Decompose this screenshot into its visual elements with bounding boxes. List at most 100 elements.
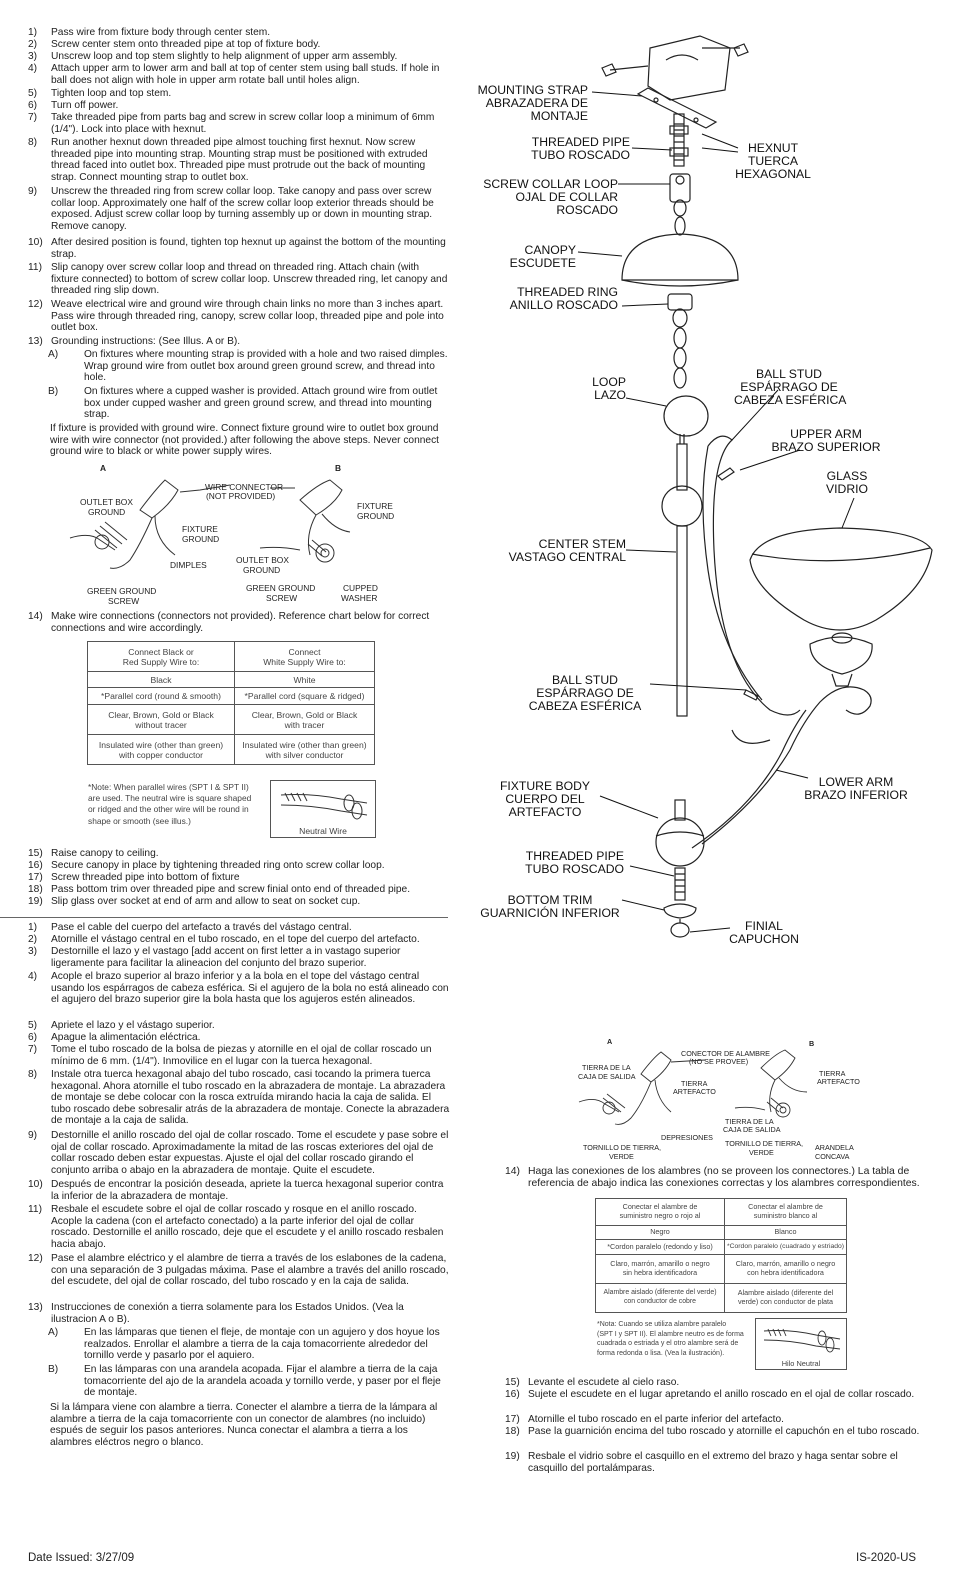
step-text: Pase el alambre eléctrico y el alambre d… <box>51 1253 449 1288</box>
tierra-art-a-2: ARTEFACTO <box>673 1087 716 1096</box>
neutral-wire-illustration <box>280 792 368 820</box>
outlet-box-ground-label-1: OUTLET BOX <box>80 497 133 507</box>
step-number: 17) <box>505 1414 520 1425</box>
step-text: Make wire connections (connectors not pr… <box>51 611 430 634</box>
depresiones-label: DEPRESIONES <box>661 1133 713 1142</box>
step-text: Raise canopy to ceiling. <box>51 848 159 859</box>
illus-label-b-es: B <box>809 1039 815 1048</box>
step-number: 18) <box>505 1426 520 1437</box>
step-text: Atornille el vástago central en el tubo … <box>51 934 420 945</box>
step-number: 4) <box>28 63 38 74</box>
label-line: CABEZA ESFÉRICA <box>734 393 847 407</box>
label-line: LOOP <box>592 375 626 389</box>
tierra-caja-a-2: CAJA DE SALIDA <box>578 1072 636 1081</box>
step-number: 18) <box>28 884 43 895</box>
fixture-ground-a-label-1: FIXTURE <box>182 524 218 534</box>
step-number: 1) <box>28 27 38 38</box>
cell-line: with tracer <box>284 719 325 730</box>
note-line: cuadrada o estriada y el otro alambre se… <box>597 1340 739 1348</box>
step-number: 7) <box>28 112 38 123</box>
step-number: 5) <box>28 88 38 99</box>
neutral-wire-label-es: Hilo Neutral <box>781 1359 821 1368</box>
label-line: MONTAJE <box>530 109 588 123</box>
step-number: 16) <box>28 860 43 871</box>
step-text: On fixtures where mounting strap is prov… <box>84 349 448 384</box>
conector-label-1: CONECTOR DE ALAMBRE <box>681 1049 770 1058</box>
step-text: Grounding instructions: (See Illus. A or… <box>51 336 241 347</box>
step-number: 11) <box>28 262 42 273</box>
step-number: 4) <box>28 971 38 982</box>
grounding-illustration-en: A B WIRE CONNECTOR (NOT PROVIDED) OUTLET… <box>60 460 420 610</box>
label-line: BRAZO INFERIOR <box>804 788 908 802</box>
grounding-drawing-es <box>578 1049 808 1125</box>
header-line: Connect Black or <box>128 646 194 657</box>
tornillo-b-2: VERDE <box>749 1148 774 1157</box>
label-line: OJAL DE COLLAR <box>515 190 619 204</box>
step-number: 7) <box>28 1044 38 1055</box>
step-text: Haga las conexiones de los alambres (no … <box>528 1166 920 1189</box>
green-ground-screw-b-label-2: SCREW <box>266 593 298 603</box>
cell-line: Claro, marrón, amarillo o negro <box>610 1259 710 1269</box>
chart-cell: *Parallel cord (round & smooth) <box>87 687 235 705</box>
outlet-box-ground-b-label-1: OUTLET BOX <box>236 555 289 565</box>
neutral-wire-box-en: Neutral Wire <box>270 780 376 838</box>
step-number: 3) <box>28 51 38 62</box>
illus-label-a: A <box>100 463 107 473</box>
label-line: THREADED PIPE <box>525 849 624 863</box>
label-line: CABEZA ESFÉRICA <box>528 699 642 713</box>
step-text: After desired position is found, tighten… <box>51 237 446 260</box>
step-number: 14) <box>505 1166 521 1177</box>
conector-label-2: (NO SE PROVEE) <box>689 1057 749 1066</box>
label-line: BALL STUD <box>756 367 822 381</box>
step-number: 6) <box>28 100 38 111</box>
header-line: White Supply Wire to: <box>263 656 346 667</box>
cell-line: without tracer <box>135 719 187 730</box>
fixture-ground-b-label-1: FIXTURE <box>357 501 393 511</box>
step-number: 12) <box>28 299 43 310</box>
neutral-wire-illustration-es <box>763 1328 841 1353</box>
step-number: A) <box>48 1327 59 1338</box>
step-number: 14) <box>28 611 43 622</box>
step-number: 8) <box>28 137 38 148</box>
step-number: 13) <box>28 336 43 347</box>
step-number: B) <box>48 386 59 397</box>
step-text: Screw center stem onto threaded pipe at … <box>51 39 321 50</box>
step-number: 10) <box>28 1179 43 1190</box>
header-line: Conectar el alambre de <box>748 1202 823 1212</box>
header-line: Connect <box>288 646 321 657</box>
tornillo-b-1: TORNILLO DE TIERRA, <box>725 1139 804 1148</box>
date-issued: Date Issued: 3/27/09 <box>28 1552 135 1564</box>
illus-label-b: B <box>335 463 342 473</box>
step-text: Levante el escudete al cielo raso. <box>528 1377 680 1388</box>
note-line: forma redonda o lisa. (Vea la ilustració… <box>597 1349 725 1357</box>
step-text: Pase el cable del cuerpo del artefacto a… <box>51 922 352 933</box>
ground-note-en: If fixture is provided with ground wire.… <box>50 423 440 458</box>
step-text: Instrucciones de conexión a tierra solam… <box>51 1302 404 1325</box>
header-line: suministro negro o rojo al <box>619 1211 701 1220</box>
label-line: GLASS <box>826 469 868 483</box>
step-text: En las lámparas con una arandela acopada… <box>84 1364 441 1399</box>
illus-label-a-es: A <box>607 1037 613 1046</box>
chart-cell: Black <box>87 671 235 688</box>
green-ground-screw-b-label-1: GREEN GROUND <box>246 583 316 593</box>
step-text: Screw threaded pipe into bottom of fixtu… <box>51 872 240 883</box>
step-text: Instale otra tuerca hexagonal abajo del … <box>51 1069 450 1127</box>
step-number: 19) <box>28 896 43 907</box>
label-line: LAZO <box>594 388 626 402</box>
label-line: SCREW COLLAR LOOP <box>483 177 618 191</box>
step-text: Tome el tubo roscado de la bolsa de piez… <box>51 1044 432 1067</box>
header-line: Conectar el alambre de <box>622 1202 698 1212</box>
